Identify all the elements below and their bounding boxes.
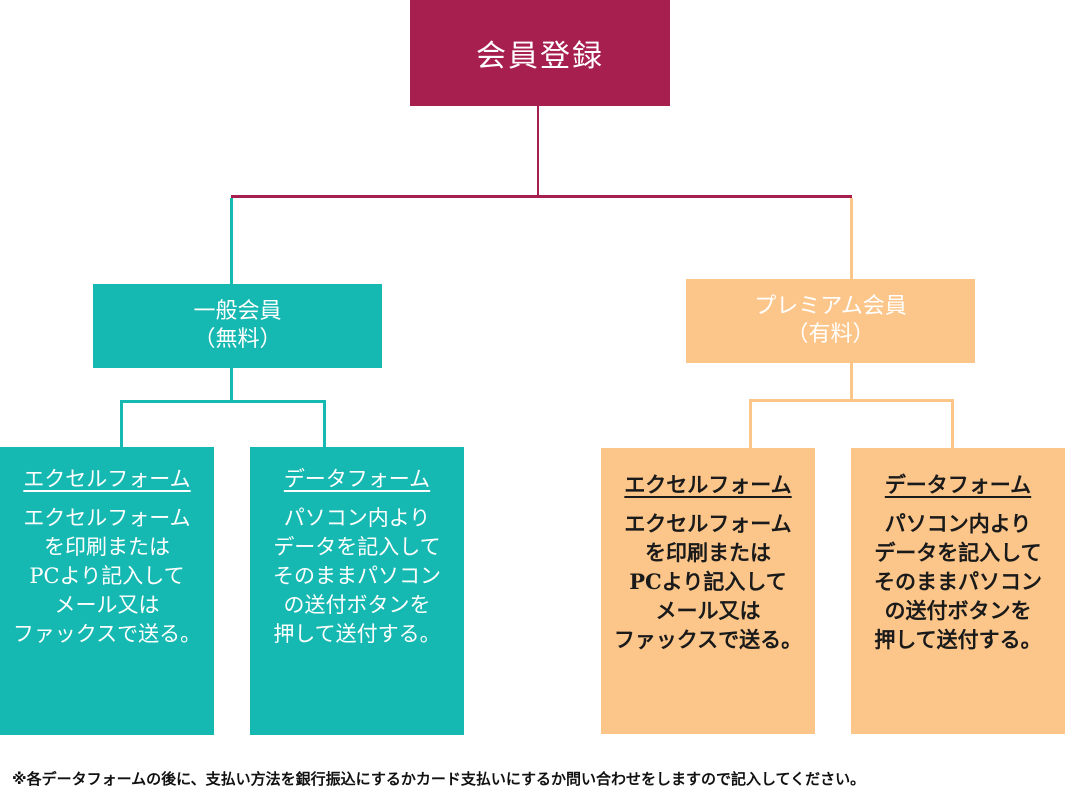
premium-data-form-box: データフォーム パソコン内より データを記入して そのままパソコン の送付ボタン… bbox=[851, 448, 1065, 734]
premium-excel-form-title[interactable]: エクセルフォーム bbox=[624, 472, 792, 497]
general-member-label: 一般会員 bbox=[193, 299, 282, 324]
free-branch-line bbox=[120, 400, 326, 403]
free-data-form-description: パソコン内より データを記入して そのままパソコン の送付ボタンを 押して送付す… bbox=[273, 506, 441, 646]
free-stem-line bbox=[230, 368, 233, 402]
premium-excel-form-description: エクセルフォーム を印刷または PCより記入して メール又は ファックスで送る。 bbox=[613, 511, 803, 652]
root-label: 会員登録 bbox=[476, 39, 604, 74]
member-registration-root: 会員登録 bbox=[410, 0, 670, 106]
premium-member-tier: プレミアム会員 （有料） bbox=[686, 279, 975, 363]
premium-branch-line bbox=[749, 399, 954, 402]
free-data-form-title[interactable]: データフォーム bbox=[283, 467, 431, 491]
root-branch-line bbox=[231, 195, 852, 198]
general-member-tier: 一般会員 （無料） bbox=[93, 284, 382, 368]
premium-left-drop-line bbox=[749, 399, 752, 448]
free-drop-line bbox=[230, 198, 233, 284]
payment-method-note: ※各データフォームの後に、支払い方法を銀行振込にするかカード支払いにするか問い合… bbox=[12, 770, 866, 788]
free-excel-form-description: エクセルフォーム を印刷または PCより記入して メール又は ファックスで送る。 bbox=[12, 506, 202, 646]
free-excel-form-title[interactable]: エクセルフォーム bbox=[23, 467, 191, 491]
premium-member-price: （有料） bbox=[786, 322, 875, 347]
premium-data-form-description: パソコン内より データを記入して そのままパソコン の送付ボタンを 押して送付す… bbox=[874, 511, 1042, 652]
premium-right-drop-line bbox=[951, 399, 954, 448]
free-right-drop-line bbox=[323, 400, 326, 447]
premium-drop-line bbox=[850, 198, 853, 279]
free-excel-form-box: エクセルフォーム エクセルフォーム を印刷または PCより記入して メール又は … bbox=[0, 447, 214, 735]
general-member-price: （無料） bbox=[193, 327, 282, 352]
free-left-drop-line bbox=[120, 400, 123, 447]
premium-stem-line bbox=[850, 363, 853, 400]
premium-member-label: プレミアム会員 bbox=[754, 294, 907, 319]
premium-excel-form-box: エクセルフォーム エクセルフォーム を印刷または PCより記入して メール又は … bbox=[601, 448, 815, 734]
free-data-form-box: データフォーム パソコン内より データを記入して そのままパソコン の送付ボタン… bbox=[250, 447, 464, 735]
root-stem-line bbox=[537, 106, 539, 196]
premium-data-form-title[interactable]: データフォーム bbox=[884, 472, 1032, 497]
